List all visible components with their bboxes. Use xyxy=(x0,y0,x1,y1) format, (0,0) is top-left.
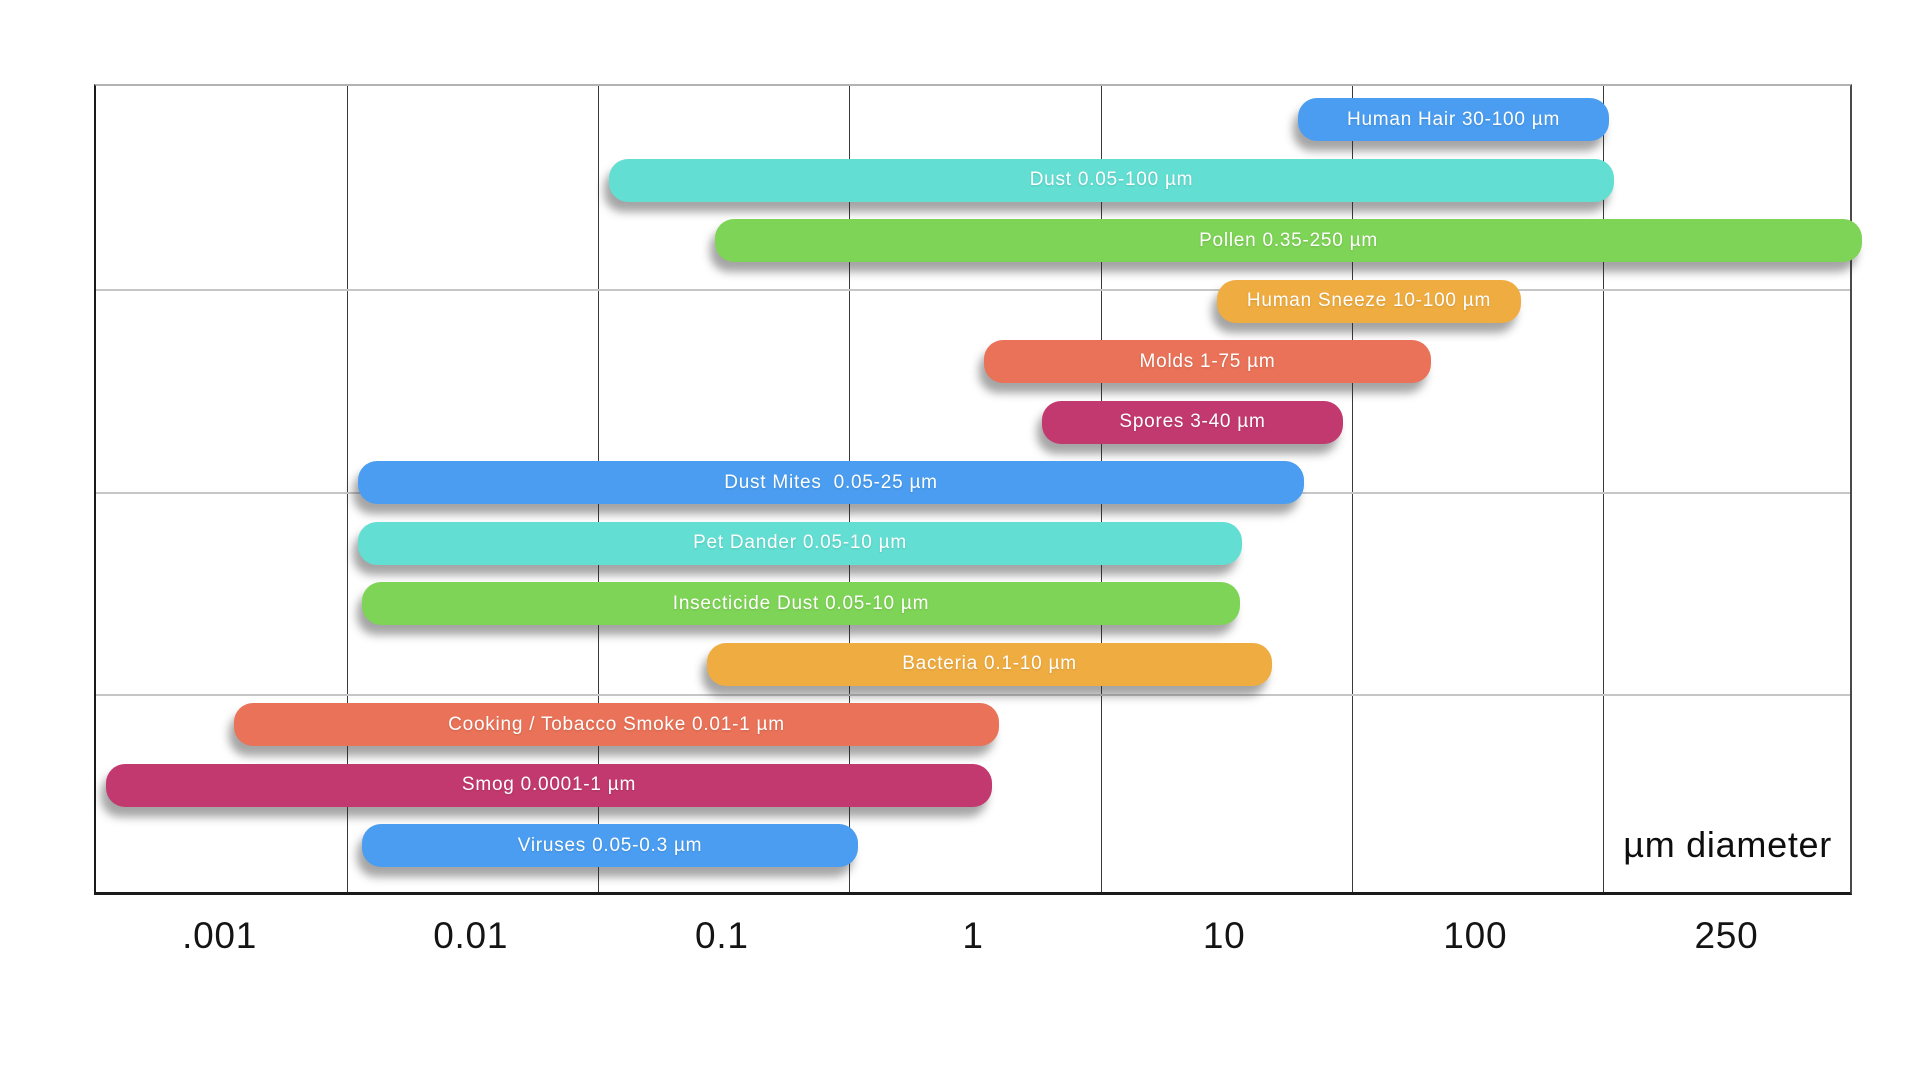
x-tick-label: 250 xyxy=(1694,915,1759,956)
gridline-vertical xyxy=(1351,86,1353,892)
bar-label-bacteria: Bacteria 0.1-10 µm xyxy=(902,653,1077,674)
bar-label-smog: Smog 0.0001-1 µm xyxy=(461,774,637,795)
bar-dust-mites: Dust Mites 0.05-25 µm xyxy=(358,461,1304,504)
bar-label-dust: Dust 0.05-100 µm xyxy=(1029,169,1194,190)
gridline-horizontal xyxy=(96,694,1850,697)
gridline-vertical xyxy=(347,86,349,892)
bar-smog: Smog 0.0001-1 µm xyxy=(106,763,992,807)
bar-label-human-hair: Human Hair 30-100 µm xyxy=(1346,108,1561,130)
bar-human-sneeze: Human Sneeze 10-100 µm xyxy=(1217,279,1521,323)
bar-label-viruses: Viruses 0.05-0.3 µm xyxy=(517,834,703,856)
bar-label-molds: Molds 1-75 µm xyxy=(1139,350,1276,372)
bar-label-cooking-tobacco-smoke: Cooking / Tobacco Smoke 0.01-1 µm xyxy=(448,713,785,735)
x-tick-label: .001 xyxy=(182,915,258,956)
bar-spores: Spores 3-40 µm xyxy=(1042,400,1343,444)
bar-label-pet-dander: Pet Dander 0.05-10 µm xyxy=(693,532,907,553)
x-tick-label: 1 xyxy=(962,915,984,956)
bar-insecticide-dust: Insecticide Dust 0.05-10 µm xyxy=(362,582,1240,625)
bar-pollen: Pollen 0.35-250 µm xyxy=(715,219,1862,262)
bar-label-dust-mites: Dust Mites 0.05-25 µm xyxy=(724,471,938,493)
x-tick-label: 0.01 xyxy=(433,915,509,956)
bar-viruses: Viruses 0.05-0.3 µm xyxy=(362,824,858,867)
x-axis-unit-label: µm diameter xyxy=(1623,824,1832,865)
plot-area: Human Hair 30-100 µm Dust 0.05-100 µm Poll… xyxy=(94,84,1862,895)
bar-human-hair: Human Hair 30-100 µm xyxy=(1298,98,1609,141)
gridline-vertical xyxy=(1602,86,1604,892)
gridline-horizontal xyxy=(96,288,1850,291)
bar-bacteria: Bacteria 0.1-10 µm xyxy=(707,642,1272,686)
bar-molds: Molds 1-75 µm xyxy=(984,340,1431,383)
bar-label-insecticide-dust: Insecticide Dust 0.05-10 µm xyxy=(672,592,930,614)
x-tick-label: 10 xyxy=(1202,915,1246,956)
bar-dust: Dust 0.05-100 µm xyxy=(609,158,1614,202)
x-tick-label: 100 xyxy=(1443,915,1508,956)
bar-label-pollen: Pollen 0.35-250 µm xyxy=(1199,229,1378,251)
bar-cooking-tobacco-smoke: Cooking / Tobacco Smoke 0.01-1 µm xyxy=(234,703,999,746)
x-tick-label: 0.1 xyxy=(695,915,749,956)
bar-label-spores: Spores 3-40 µm xyxy=(1119,411,1266,432)
bar-label-human-sneeze: Human Sneeze 10-100 µm xyxy=(1246,290,1492,311)
bar-pet-dander: Pet Dander 0.05-10 µm xyxy=(358,521,1242,565)
